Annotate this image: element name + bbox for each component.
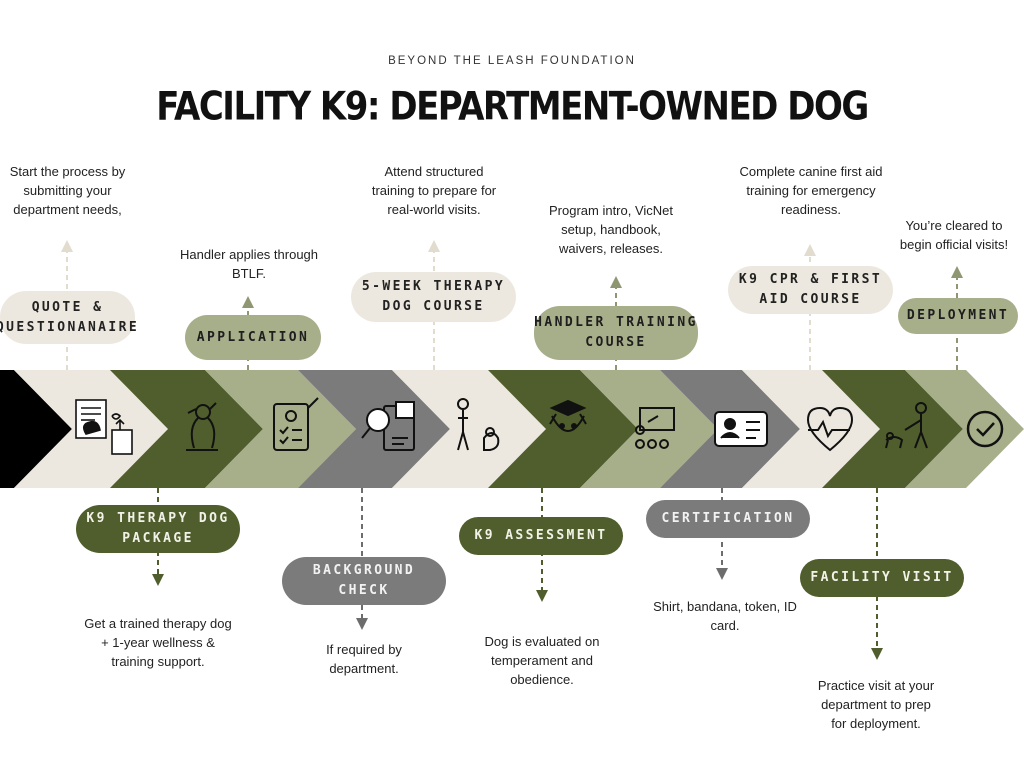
step-visit-pill: FACILITY VISIT: [800, 559, 964, 597]
chevron-segment-12: [905, 370, 1024, 488]
timeline-band: [0, 370, 1024, 488]
chevron-segment-1: [0, 370, 72, 488]
step-package-desc: Get a trained therapy dog + 1-year welln…: [84, 616, 232, 669]
step-background-desc: If required by department.: [326, 642, 402, 676]
chevron-segment-3: [110, 370, 263, 488]
step-handler-desc: Program intro, VicNet setup, handbook, w…: [548, 203, 674, 256]
organization-name: BEYOND THE LEASH FOUNDATION: [388, 55, 636, 67]
step-deployment-pill: DEPLOYMENT: [898, 298, 1018, 334]
step-assessment-pill: K9 ASSESSMENT: [459, 517, 623, 555]
step-quote-desc: Start the process by submitting your dep…: [9, 164, 126, 217]
form-and-dog-documents-icon: [75, 399, 133, 455]
page-title: FACILITY K9: DEPARTMENT-OWNED DOG: [156, 84, 869, 130]
step-background-pill: BACKGROUND CHECK: [282, 557, 446, 605]
chevron-segment-6: [392, 370, 546, 488]
step-quote-pill: QUOTE & QUESTIONANAIRE: [0, 291, 137, 344]
heartbeat-icon: [806, 406, 854, 452]
step-course-desc: Attend structured training to prepare fo…: [371, 164, 497, 217]
dog-graduate-icon: [549, 399, 587, 432]
magnifier-document-icon: [361, 401, 415, 451]
chevron-segment-11: [822, 370, 963, 488]
clipboard-checklist-icon: [273, 397, 319, 451]
checkmark-circle-icon: [966, 410, 1004, 448]
step-assessment-desc: Dog is evaluated on temperament and obed…: [484, 634, 600, 687]
step-handler-pill: HANDLER TRAINING COURSE: [534, 306, 698, 360]
walking-dog-icon: [885, 402, 928, 449]
chevron-segment-4: [205, 370, 356, 488]
step-visit-desc: Practice visit at your department to pre…: [817, 678, 935, 731]
step-certification-desc: Shirt, bandana, token, ID card.: [653, 599, 797, 633]
step-application-pill: APPLICATION: [185, 315, 321, 360]
sitting-dog-icon: [186, 402, 218, 451]
presentation-class-icon: [635, 407, 675, 449]
step-cpr-pill: K9 CPR & FIRST AID COURSE: [728, 266, 893, 314]
trainer-with-dog-icon: [457, 398, 500, 451]
step-deployment-desc: You’re cleared to begin official visits!: [899, 218, 1009, 252]
step-application-desc: Handler applies through BTLF.: [179, 247, 319, 281]
id-card-icon: [714, 411, 768, 447]
step-certification-pill: CERTIFICATION: [646, 500, 810, 538]
step-course-pill: 5-WEEK THERAPY DOG COURSE: [351, 272, 516, 322]
step-cpr-desc: Complete canine first aid training for e…: [739, 164, 883, 217]
step-package-pill: K9 THERAPY DOG PACKAGE: [76, 505, 240, 553]
